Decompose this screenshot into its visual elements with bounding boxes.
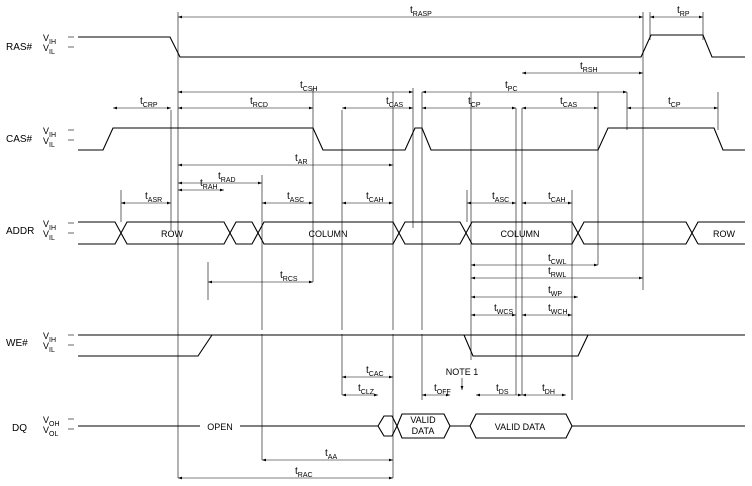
timing-label-csh: tCSH xyxy=(300,80,318,93)
timing-label-rcd: tRCD xyxy=(250,96,268,109)
timing-label-cas1: tCAS xyxy=(386,96,404,109)
bus-labels: ROW COLUMN COLUMN ROW OPEN VALID DATA VA… xyxy=(161,229,736,436)
timing-label-dh: tDH xyxy=(542,383,555,396)
timing-label-cas2: tCAS xyxy=(560,96,578,109)
timing-label-crp: tCRP xyxy=(140,96,158,109)
svg-text:VIL: VIL xyxy=(43,136,55,149)
timing-label-cp2: tCP xyxy=(668,96,681,109)
timing-label-rad: tRAD xyxy=(218,171,236,184)
dq-waveform xyxy=(78,413,745,439)
column-address-1: COLUMN xyxy=(308,229,347,239)
svg-text:VOL: VOL xyxy=(43,425,58,438)
svg-text:VIH: VIH xyxy=(43,219,56,232)
timing-label-cah1: tCAH xyxy=(366,191,384,204)
timing-label-rasp: tRASP xyxy=(410,5,432,18)
column-address-2: COLUMN xyxy=(500,229,539,239)
row-address-1: ROW xyxy=(161,229,184,239)
signal-label-we: WE# xyxy=(6,338,28,349)
valid-data-2: VALID DATA xyxy=(495,422,546,432)
signal-label-dq: DQ xyxy=(12,423,27,434)
timing-label-wch: tWCH xyxy=(548,303,568,316)
timing-label-cac: tCAC xyxy=(366,365,384,378)
we-waveform xyxy=(78,330,745,357)
timing-label-clz: tCLZ xyxy=(358,383,375,396)
timing-label-off: tOFF xyxy=(434,383,451,396)
signal-label-ras: RAS# xyxy=(6,42,33,53)
valid-data-1-line2: DATA xyxy=(412,426,435,436)
timing-label-asc1: tASC xyxy=(287,191,304,204)
addr-waveform xyxy=(78,221,745,245)
timing-parameters: tRASP tRP tRSH tCSH tPC tCRP tRCD tCAS tCP tCAS tC… xyxy=(113,5,718,480)
row-address-2: ROW xyxy=(713,229,736,239)
timing-label-cwl: tCWL xyxy=(548,253,566,266)
timing-label-pc: tPC xyxy=(505,80,518,93)
timing-label-rsh: tRSH xyxy=(580,61,598,74)
timing-label-rwl: tRWL xyxy=(548,266,566,279)
dq-open-label: OPEN xyxy=(207,422,233,432)
svg-text:VIH: VIH xyxy=(43,33,56,46)
signal-label-addr: ADDR xyxy=(6,226,34,237)
ras-waveform xyxy=(78,34,745,58)
svg-text:VIL: VIL xyxy=(43,229,55,242)
valid-data-1-line1: VALID xyxy=(410,415,436,425)
timing-label-rah: tRAH xyxy=(200,178,218,191)
svg-text:VIL: VIL xyxy=(43,43,55,56)
timing-label-cp1: tCP xyxy=(468,96,481,109)
timing-label-rac: tRAC xyxy=(295,466,313,479)
signal-labels: RAS# CAS# ADDR WE# DQ xyxy=(6,42,34,434)
timing-label-rp: tRP xyxy=(677,5,690,18)
timing-label-wcs: tWCS xyxy=(494,303,513,316)
timing-label-aa: tAA xyxy=(325,448,337,461)
level-labels: VIH VIL VIH VIL VIH VIL VIH VIL VOH VOL xyxy=(43,33,74,438)
svg-text:VIH: VIH xyxy=(43,126,56,139)
signal-label-cas: CAS# xyxy=(6,134,33,145)
svg-text:VIL: VIL xyxy=(43,341,55,354)
timing-label-wp: tWP xyxy=(548,285,562,298)
timing-label-ar: tAR xyxy=(295,153,308,166)
note-1-label: NOTE 1 xyxy=(446,367,479,377)
timing-label-ds: tDS xyxy=(496,383,509,396)
timing-label-asc2: tASC xyxy=(492,191,509,204)
timing-label-asr: tASR xyxy=(145,191,162,204)
svg-text:VOH: VOH xyxy=(43,415,60,428)
cas-waveform xyxy=(78,127,745,151)
timing-label-rcs: tRCS xyxy=(280,270,298,283)
timing-label-cah2: tCAH xyxy=(548,191,566,204)
svg-text:VIH: VIH xyxy=(43,331,56,344)
reference-lines xyxy=(120,12,719,478)
